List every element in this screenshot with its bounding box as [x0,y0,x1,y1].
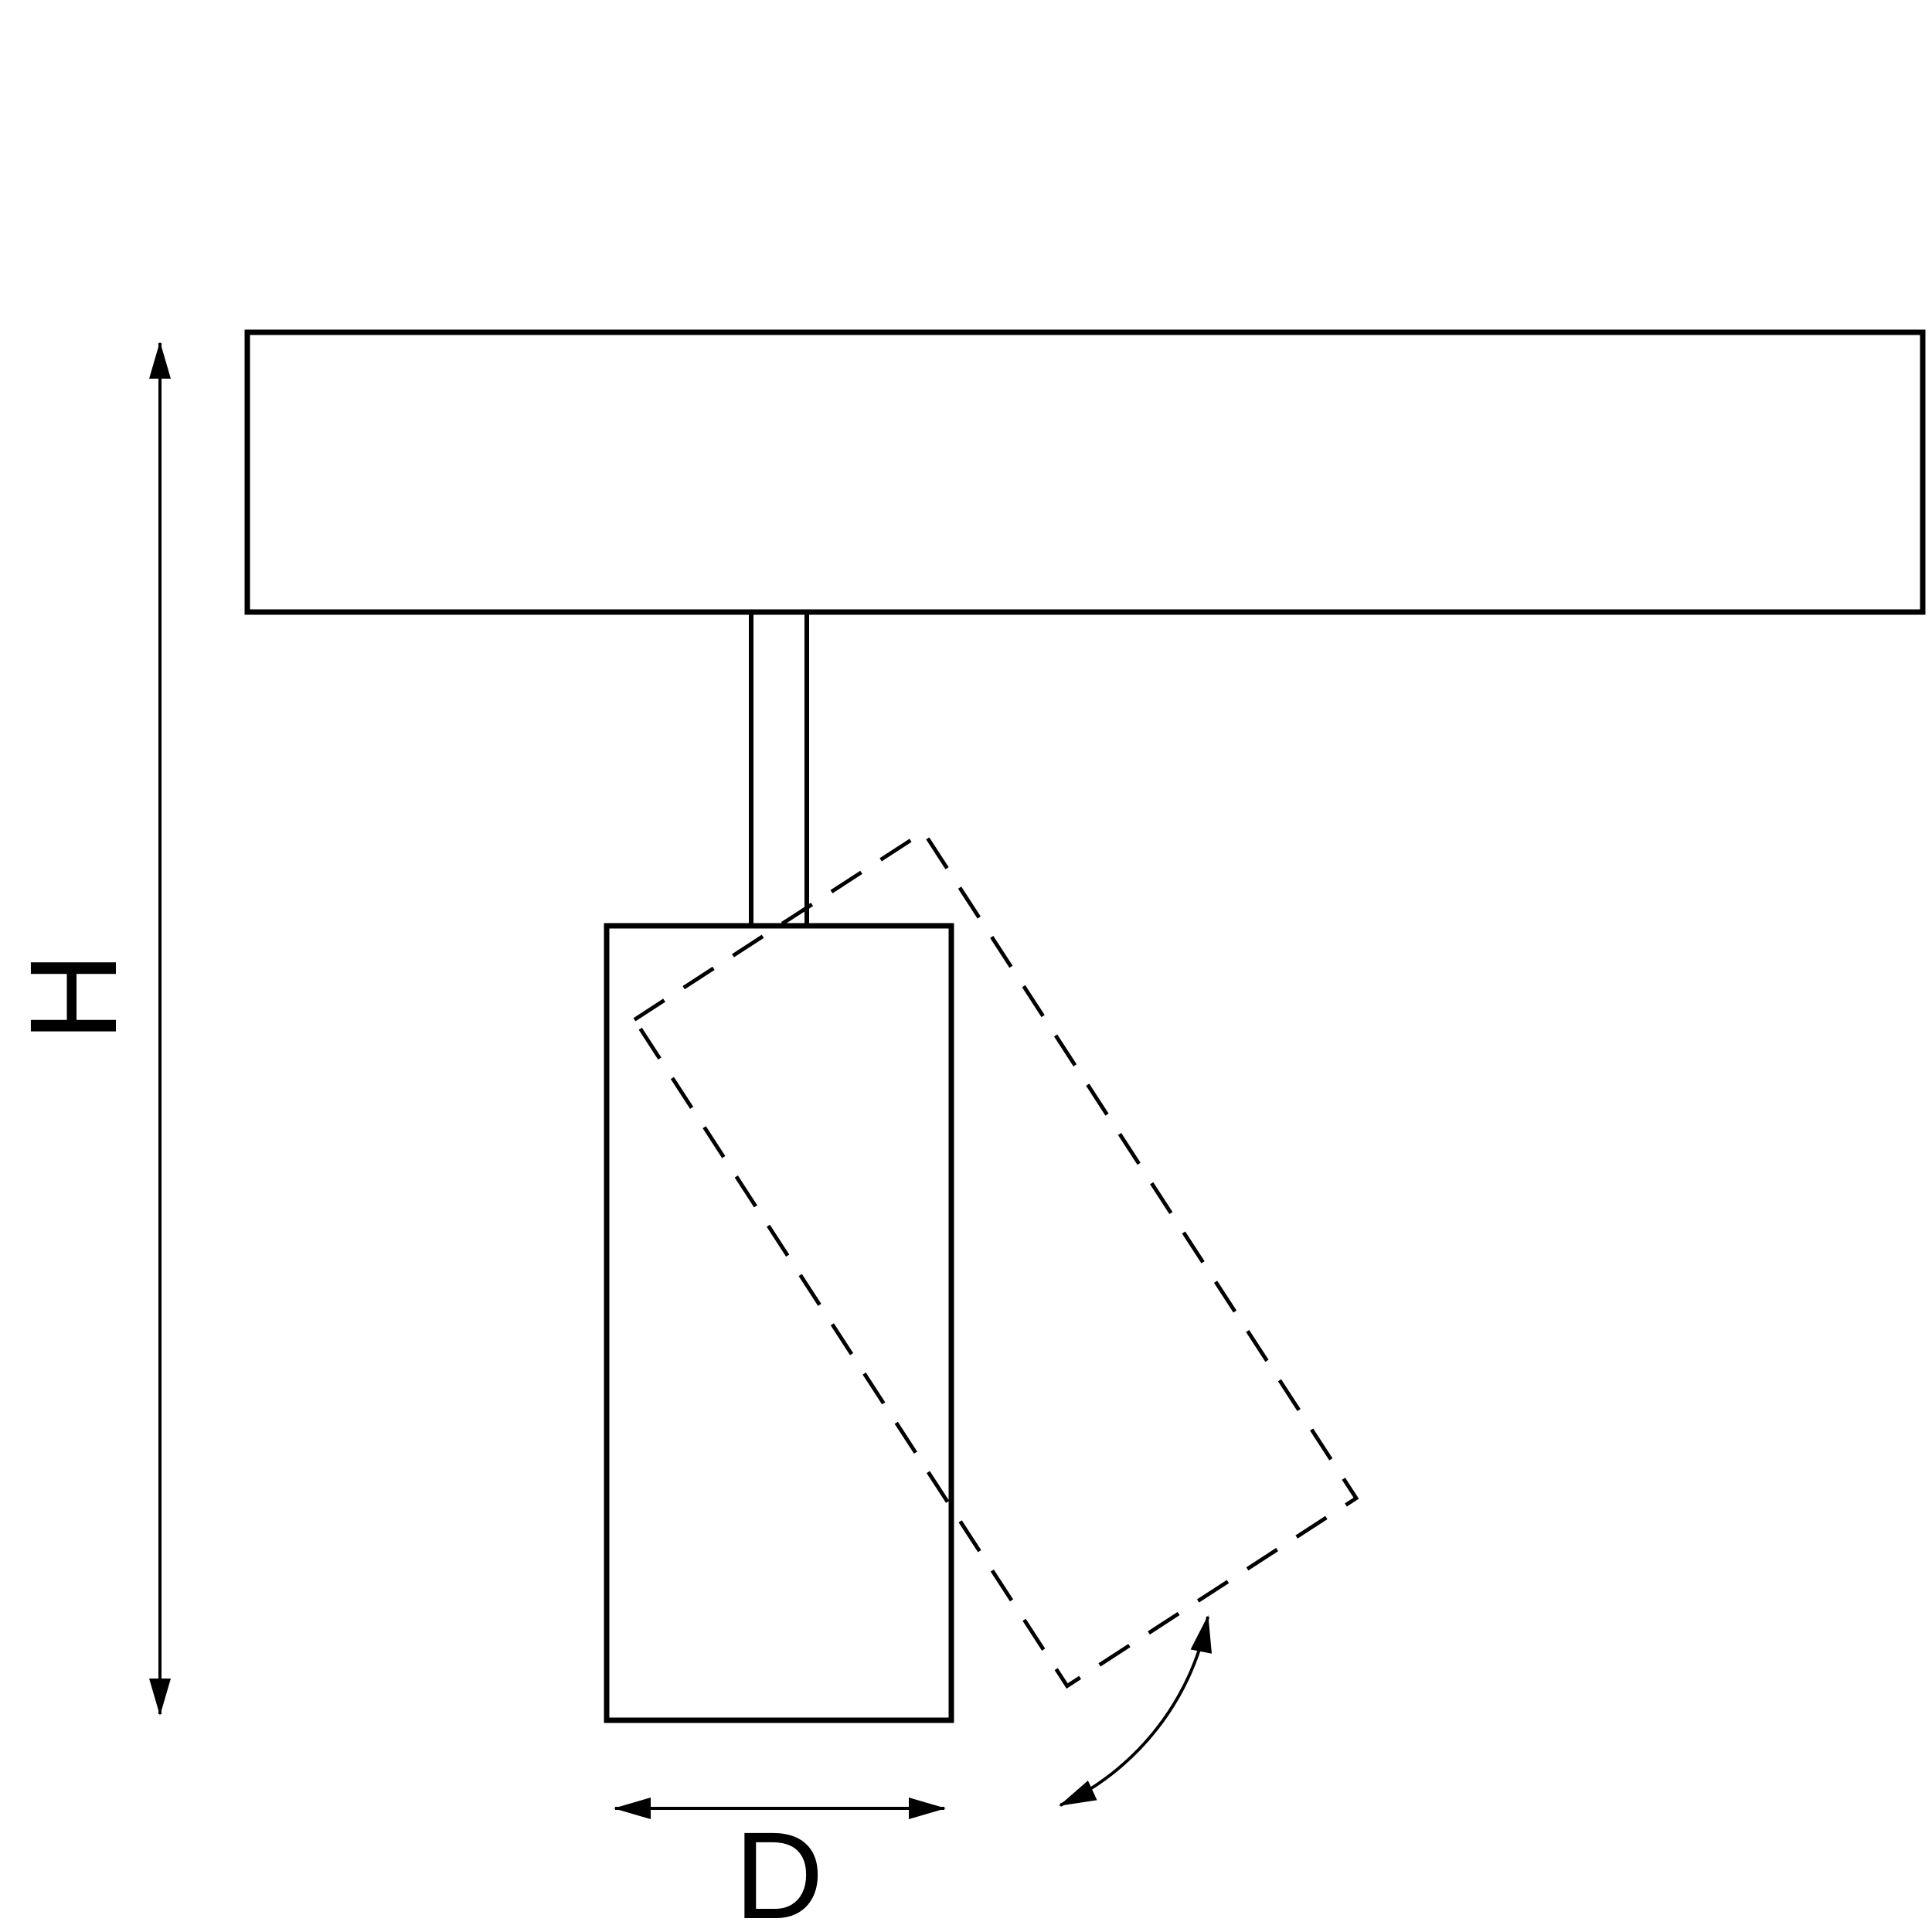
diameter-dimension-label: D [734,1806,824,1932]
stem [749,610,809,928]
lamp-body [604,923,954,1723]
rotation-arc-arrow [1059,1615,1212,1807]
height-dimension-label: H [4,952,142,1042]
track-bar [244,329,1926,615]
lamp-body-rotated-outline [631,829,1359,1689]
